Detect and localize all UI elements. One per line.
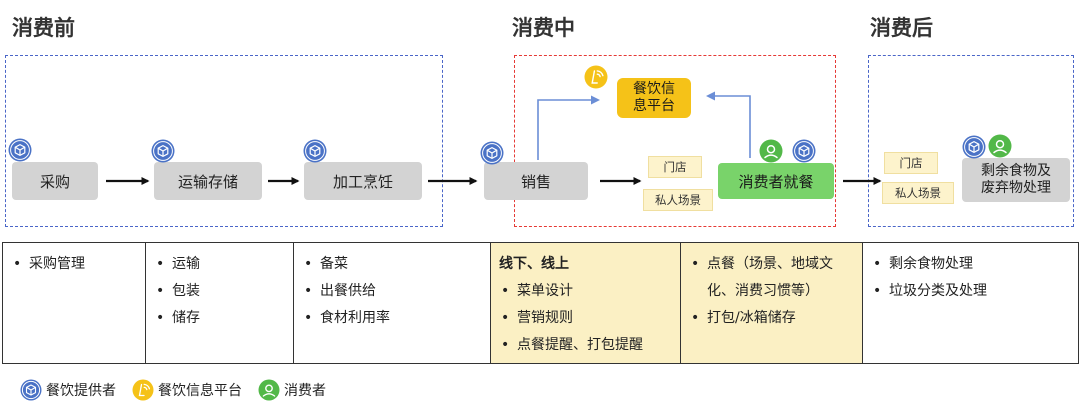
node-sales: 销售 <box>484 162 588 200</box>
stage-title-pre: 消费前 <box>12 16 75 40</box>
person-icon <box>258 379 280 401</box>
detail-cell-sales: 线下、线上 菜单设计 营销规则 点餐提醒、打包提醒 <box>490 242 681 364</box>
detail-table: 采购管理 运输 包装 储存 备菜 出餐供给 食材利用率 线下、线上 菜单设计 营… <box>2 242 1079 364</box>
legend-label: 餐饮信息平台 <box>158 383 242 399</box>
detail-cell-procurement: 采购管理 <box>2 242 146 364</box>
list-item: 包装 <box>154 278 285 305</box>
region-post-consumption <box>868 55 1074 227</box>
tag-private-scene: 私人场景 <box>882 182 954 204</box>
detail-cell-cooking: 备菜 出餐供给 食材利用率 <box>293 242 491 364</box>
tag-private-scene: 私人场景 <box>643 189 713 211</box>
list-item: 出餐供给 <box>302 278 482 305</box>
legend: 餐饮提供者 餐饮信息平台 消费者 <box>20 377 342 403</box>
list-item: 剩余食物处理 <box>871 251 1070 278</box>
stage-title-during: 消费中 <box>512 16 575 40</box>
list-item: 打包/冰箱储存 <box>689 305 854 332</box>
detail-cell-leftover: 剩余食物处理 垃圾分类及处理 <box>862 242 1079 364</box>
cell-title: 线下、线上 <box>499 256 569 272</box>
list-item: 采购管理 <box>11 251 137 278</box>
detail-cell-dining: 点餐（场景、地域文化、消费习惯等） 打包/冰箱储存 <box>680 242 863 364</box>
list-item: 点餐提醒、打包提醒 <box>499 332 672 359</box>
node-info-platform: 餐饮信 息平台 <box>617 78 691 118</box>
legend-label: 消费者 <box>284 383 326 399</box>
list-item: 储存 <box>154 305 285 332</box>
list-item: 点餐（场景、地域文化、消费习惯等） <box>689 251 854 305</box>
list-item: 食材利用率 <box>302 305 482 332</box>
detail-cell-transport: 运输 包装 储存 <box>145 242 294 364</box>
node-transport-storage: 运输存储 <box>154 162 262 200</box>
phone-signal-icon <box>132 379 154 401</box>
legend-label: 餐饮提供者 <box>46 383 116 399</box>
node-leftover-waste: 剩余食物及 废弃物处理 <box>962 158 1070 202</box>
node-procurement: 采购 <box>12 162 98 200</box>
list-item: 垃圾分类及处理 <box>871 278 1070 305</box>
cube-box-icon <box>20 379 42 401</box>
node-consumer-dining: 消费者就餐 <box>718 163 834 199</box>
region-pre-consumption <box>5 55 443 227</box>
node-processing-cooking: 加工烹饪 <box>304 162 422 200</box>
list-item: 营销规则 <box>499 305 672 332</box>
list-item: 菜单设计 <box>499 278 672 305</box>
legend-item-platform: 餐饮信息平台 <box>132 379 242 401</box>
stage-title-post: 消费后 <box>870 16 933 40</box>
tag-store: 门店 <box>648 156 702 178</box>
detail-row: 采购管理 运输 包装 储存 备菜 出餐供给 食材利用率 线下、线上 菜单设计 营… <box>2 242 1079 364</box>
list-item: 运输 <box>154 251 285 278</box>
list-item: 备菜 <box>302 251 482 278</box>
legend-item-consumer: 消费者 <box>258 379 326 401</box>
region-during-consumption <box>514 55 836 227</box>
legend-item-provider: 餐饮提供者 <box>20 379 116 401</box>
tag-store: 门店 <box>884 152 938 174</box>
